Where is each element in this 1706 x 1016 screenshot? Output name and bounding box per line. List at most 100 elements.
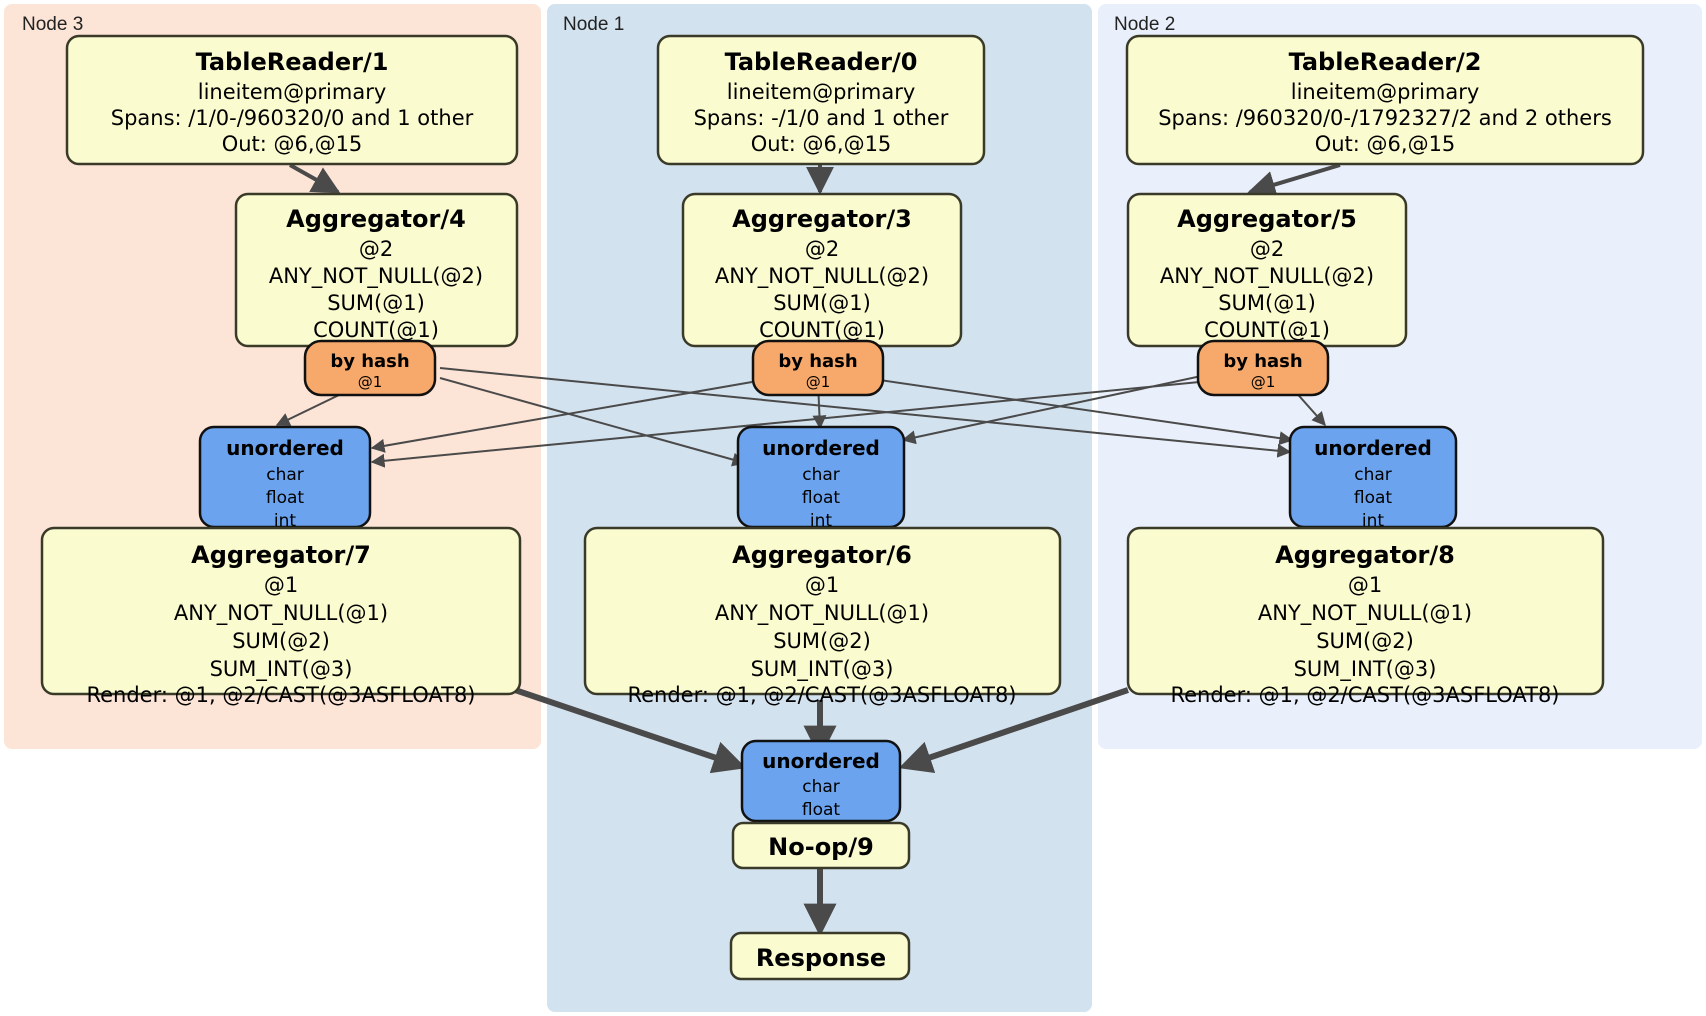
by-hash-right-line: @1 (1251, 373, 1276, 391)
aggregator-4-line-3: COUNT(@1) (313, 318, 439, 342)
panel-node2-label: Node 2 (1114, 14, 1175, 35)
router-by-hash-left[interactable]: by hash @1 (303, 339, 437, 397)
unordered-mid-line-0: char (802, 465, 840, 485)
aggregator-8-line-1: ANY_NOT_NULL(@1) (1258, 601, 1472, 626)
processor-aggregator-7[interactable]: Aggregator/7 @1 ANY_NOT_NULL(@1) SUM(@2)… (40, 526, 522, 707)
aggregator-6-line-3: SUM_INT(@3) (751, 657, 894, 682)
aggregator-7-title: Aggregator/7 (191, 541, 371, 569)
edge-hashM-unorderedL (370, 381, 753, 453)
processor-aggregator-4[interactable]: Aggregator/4 @2 ANY_NOT_NULL(@2) SUM(@1)… (234, 192, 519, 348)
edge-agg8-final (898, 687, 1129, 774)
aggregator-3-title: Aggregator/3 (732, 205, 912, 233)
processor-aggregator-8[interactable]: Aggregator/8 @1 ANY_NOT_NULL(@1) SUM(@2)… (1126, 526, 1605, 707)
panel-node1-label: Node 1 (563, 14, 624, 35)
stream-unordered-mid[interactable]: unordered char float int (736, 425, 906, 531)
unordered-left-line-0: char (266, 465, 304, 485)
stream-unordered-left[interactable]: unordered char float int (198, 425, 372, 531)
aggregator-6-line-2: SUM(@2) (773, 629, 871, 653)
response-title: Response (756, 944, 886, 972)
table-reader-2-line-1: Spans: /960320/0-/1792327/2 and 2 others (1158, 106, 1612, 130)
edge-hashM-unorderedR (844, 374, 1294, 446)
processor-table-reader-1[interactable]: TableReader/1 lineitem@primary Spans: /1… (65, 34, 519, 166)
aggregator-5-line-1: ANY_NOT_NULL(@2) (1160, 264, 1374, 289)
processor-aggregator-5[interactable]: Aggregator/5 @2 ANY_NOT_NULL(@2) SUM(@1)… (1126, 192, 1408, 348)
table-reader-1-line-0: lineitem@primary (198, 80, 387, 104)
table-reader-1-line-1: Spans: /1/0-/960320/0 and 1 other (111, 106, 474, 130)
hash-router-edges (275, 367, 1326, 468)
aggregator-7-line-0: @1 (264, 573, 298, 597)
edge-hashL-unorderedR (439, 367, 1292, 458)
aggregator-4-line-0: @2 (359, 237, 393, 261)
aggregator-8-line-2: SUM(@2) (1316, 629, 1414, 653)
table-reader-0-line-0: lineitem@primary (727, 80, 916, 104)
edge-tr1-agg4 (289, 163, 341, 194)
aggregator-7-line-3: SUM_INT(@3) (210, 657, 353, 682)
table-reader-0-line-2: Out: @6,@15 (751, 132, 892, 156)
by-hash-left-line: @1 (358, 373, 383, 391)
aggregator-8-title: Aggregator/8 (1275, 541, 1455, 569)
aggregator-5-line-3: COUNT(@1) (1204, 318, 1330, 342)
aggregator-6-line-1: ANY_NOT_NULL(@1) (715, 601, 929, 626)
aggregator-5-line-0: @2 (1250, 237, 1284, 261)
unordered-left-line-1: float (266, 488, 305, 508)
table-reader-2-line-0: lineitem@primary (1291, 80, 1480, 104)
processor-aggregator-3[interactable]: Aggregator/3 @2 ANY_NOT_NULL(@2) SUM(@1)… (681, 192, 963, 348)
aggregator-4-line-1: ANY_NOT_NULL(@2) (269, 264, 483, 289)
aggregator-7-line-2: SUM(@2) (232, 629, 330, 653)
aggregator-3-line-2: SUM(@1) (773, 291, 871, 315)
aggregator-4-title: Aggregator/4 (286, 205, 466, 233)
unordered-right-line-1: float (1354, 488, 1393, 508)
processor-table-reader-2[interactable]: TableReader/2 lineitem@primary Spans: /9… (1125, 34, 1645, 166)
table-reader-2-title: TableReader/2 (1289, 48, 1482, 76)
router-by-hash-right[interactable]: by hash @1 (1196, 339, 1330, 397)
edge-agg7-final (514, 687, 747, 774)
aggregator-6-line-4: Render: @1, @2/CAST(@3ASFLOAT8) (627, 683, 1016, 707)
table-reader-2-line-2: Out: @6,@15 (1315, 132, 1456, 156)
table-reader-1-title: TableReader/1 (196, 48, 389, 76)
table-reader-0-title: TableReader/0 (725, 48, 918, 76)
aggregator-3-line-1: ANY_NOT_NULL(@2) (715, 264, 929, 289)
unordered-mid-title: unordered (762, 436, 880, 460)
aggregator-7-line-1: ANY_NOT_NULL(@1) (174, 601, 388, 626)
table-reader-1-line-2: Out: @6,@15 (222, 132, 363, 156)
aggregator-6-line-0: @1 (805, 573, 839, 597)
aggregator-3-line-0: @2 (805, 237, 839, 261)
aggregator-5-line-2: SUM(@1) (1218, 291, 1316, 315)
edge-tr2-agg5 (1247, 163, 1341, 199)
processor-response[interactable]: Response (729, 931, 911, 981)
stream-unordered-right[interactable]: unordered char float int (1288, 425, 1458, 531)
unordered-right-title: unordered (1314, 436, 1432, 460)
by-hash-left-title: by hash (330, 351, 409, 372)
panel-node3-label: Node 3 (22, 14, 83, 35)
aggregator-8-line-0: @1 (1348, 573, 1382, 597)
unordered-final-line-0: char (802, 777, 840, 797)
unordered-final-line-1: float (802, 800, 841, 820)
unordered-mid-line-1: float (802, 488, 841, 508)
by-hash-mid-line: @1 (806, 373, 831, 391)
edge-hashR-unorderedM (901, 371, 1221, 445)
unordered-final-title: unordered (762, 749, 880, 773)
aggregator-8-line-4: Render: @1, @2/CAST(@3ASFLOAT8) (1170, 683, 1559, 707)
unordered-left-line-2: int (274, 511, 296, 531)
aggregator-4-line-2: SUM(@1) (327, 291, 425, 315)
aggregator-5-title: Aggregator/5 (1177, 205, 1357, 233)
aggregator-3-line-3: COUNT(@1) (759, 318, 885, 342)
aggregator-7-line-4: Render: @1, @2/CAST(@3ASFLOAT8) (86, 683, 475, 707)
processor-aggregator-6[interactable]: Aggregator/6 @1 ANY_NOT_NULL(@1) SUM(@2)… (583, 526, 1062, 707)
processor-noop-9[interactable]: No-op/9 (731, 821, 911, 870)
processor-table-reader-0[interactable]: TableReader/0 lineitem@primary Spans: -/… (656, 34, 986, 166)
by-hash-right-title: by hash (1223, 351, 1302, 372)
unordered-mid-line-2: int (810, 511, 832, 531)
unordered-right-line-2: int (1362, 511, 1384, 531)
unordered-left-title: unordered (226, 436, 344, 460)
stream-unordered-final[interactable]: unordered char float (740, 739, 902, 823)
aggregator-8-line-3: SUM_INT(@3) (1294, 657, 1437, 682)
aggregator-6-title: Aggregator/6 (732, 541, 912, 569)
unordered-right-line-0: char (1354, 465, 1392, 485)
table-reader-0-line-1: Spans: -/1/0 and 1 other (694, 106, 949, 130)
noop-9-title: No-op/9 (768, 833, 874, 861)
router-by-hash-mid[interactable]: by hash @1 (751, 339, 885, 397)
by-hash-mid-title: by hash (778, 351, 857, 372)
